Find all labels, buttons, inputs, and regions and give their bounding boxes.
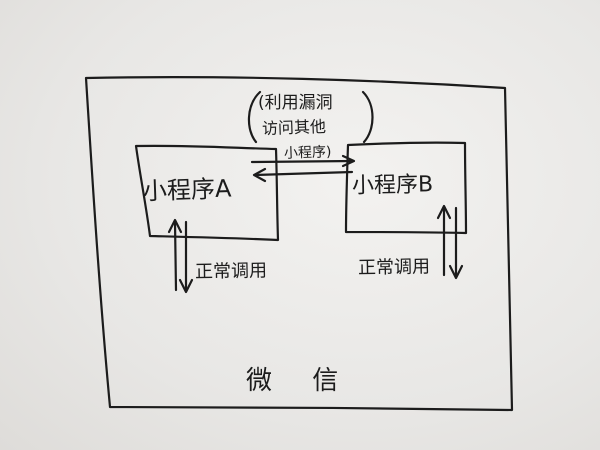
- box-a-outline: [134, 144, 280, 242]
- box-a-label: 小程序A: [142, 174, 232, 206]
- call-arrow-b-up-head: [436, 204, 452, 220]
- exploit-note-line2: 访问其他: [261, 116, 327, 139]
- call-a-label: 正常调用: [194, 260, 268, 283]
- call-arrow-a-down-head: [178, 278, 194, 294]
- call-arrow-b-down-head: [448, 264, 464, 280]
- call-b-label: 正常调用: [357, 256, 431, 279]
- exploit-arrow-b-to-a: [253, 170, 354, 177]
- exploit-arrowhead-right: [341, 154, 356, 168]
- exploit-note-line3: 小程序): [283, 144, 332, 162]
- box-b-outline: [344, 141, 468, 235]
- exploit-note-line1: (利用漏洞: [258, 93, 333, 113]
- note-open-paren: [247, 90, 262, 144]
- outer-frame: [84, 76, 514, 412]
- note-close-paren: [361, 90, 374, 144]
- exploit-arrow-a-to-b: [250, 159, 355, 164]
- call-arrow-a-up: [173, 220, 178, 292]
- exploit-arrowhead-left: [252, 167, 267, 183]
- box-b-label: 小程序B: [351, 172, 434, 199]
- call-arrow-a-up-head: [167, 218, 183, 234]
- platform-label: 微 信: [246, 366, 355, 396]
